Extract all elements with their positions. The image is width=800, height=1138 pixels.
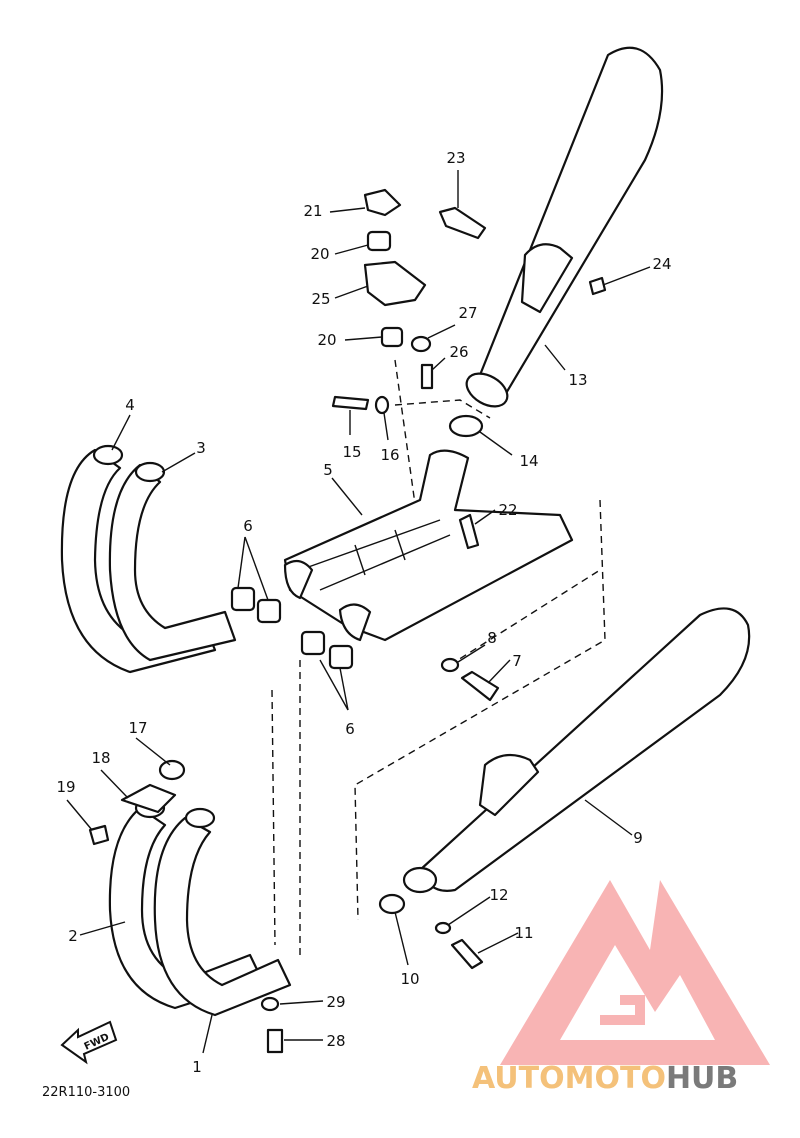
part-number: 15 [342,443,361,461]
part-10-gasket [378,893,406,915]
assembly-guide-lines [271,359,606,960]
drawing-code: 22R110-3100 [42,1085,130,1100]
part-number: 1 [192,1058,202,1076]
automotohub-logo-icon [500,880,770,1065]
part-number: 3 [196,439,206,457]
watermark-brand: AUTOMOTOHUB [472,1061,738,1096]
part-number: 22 [498,501,517,519]
part-number: 16 [380,446,399,464]
part-number: 21 [303,202,322,220]
part-number: 5 [323,461,333,479]
part-13-muffler [465,46,664,408]
part-number: 17 [128,719,147,737]
part-number: 4 [125,396,135,414]
part-number: 23 [446,149,465,167]
hardware-small-parts [88,188,607,1054]
part-number: 25 [311,290,330,308]
part-number: 26 [449,343,468,361]
part-number: 10 [400,970,419,988]
part-number: 13 [568,371,587,389]
part-number: 14 [519,452,538,470]
part-number: 7 [512,652,522,670]
part-number: 12 [489,886,508,904]
part-number: 18 [91,749,110,767]
part-number: 11 [514,924,533,942]
part-number: 6 [243,517,253,535]
part-1-2-exhaust-pipes [108,797,292,1017]
part-number: 2 [68,927,78,945]
part-number: 9 [633,829,643,847]
part-number: 28 [326,1032,345,1050]
part-6-gaskets [230,586,354,670]
leader-lines [66,170,651,1054]
part-number: 20 [310,245,329,263]
part-9-muffler [402,607,751,894]
part-number: 29 [326,993,345,1011]
part-number: 20 [317,331,336,349]
part-number: 27 [458,304,477,322]
part-number: 19 [56,778,75,796]
part-number: 6 [345,720,355,738]
forward-arrow-icon: FWD [60,1020,118,1065]
part-3-4-exhaust-pipes [60,444,237,674]
part-14-gasket [448,414,484,438]
part-5-collector [283,449,574,642]
part-number: 8 [487,629,497,647]
part-number-labels: 1 2 3 4 5 6 6 7 8 9 10 11 12 13 14 15 16… [56,149,671,1076]
part-22-bolt [458,513,480,550]
part-number: 24 [652,255,671,273]
